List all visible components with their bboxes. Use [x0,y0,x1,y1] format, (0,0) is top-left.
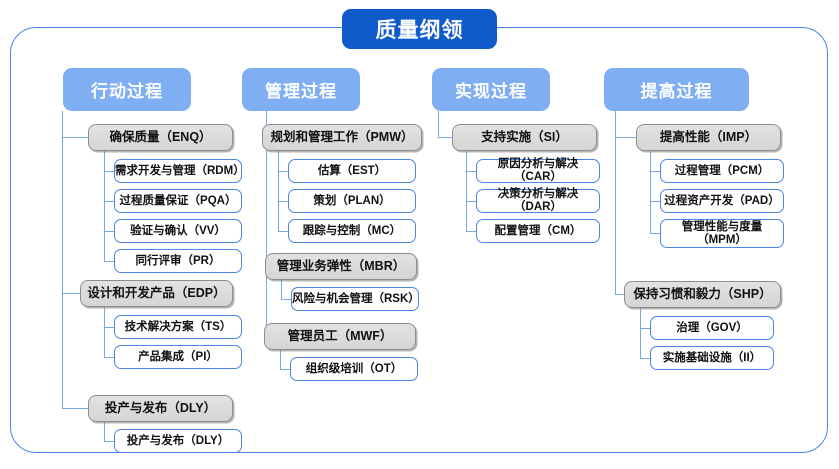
connector-leafstub-c3-g1-0 [640,328,650,330]
connector-trunk-c1 [266,111,268,337]
column-header-1[interactable]: 管理过程 [242,68,360,111]
connector-subtrunk-c0-g0-b [104,251,106,262]
leaf-box-c3-g1-0[interactable]: 治理（GOV） [650,316,774,340]
group-box-c2-g0[interactable]: 支持实施（SI） [452,124,597,151]
connector-stub-c0-g1 [62,293,80,295]
connector-leafstub-c0-g0-2 [104,231,114,233]
connector-leafstub-c0-g2-0 [104,441,114,443]
connector-subtrunk-c2-g0 [466,151,468,231]
leaf-box-c0-g0-1[interactable]: 过程质量保证（PQA） [114,189,242,213]
connector-leafstub-c1-g0-0 [278,171,288,173]
connector-leafstub-c1-g0-2 [278,231,288,233]
connector-trunk-c2 [438,111,440,138]
connector-leafstub-c2-g0-0 [466,171,476,173]
connector-leafstub-c2-g0-1 [466,201,476,203]
connector-subtrunk-c0-g2 [104,422,106,442]
group-box-c0-g0[interactable]: 确保质量（ENQ） [88,124,233,151]
leaf-box-c0-g1-1[interactable]: 产品集成（PI） [114,345,242,369]
leaf-box-c1-g0-2[interactable]: 跟踪与控制（MC） [288,219,416,243]
connector-leafstub-c1-g2-0 [280,369,290,371]
leaf-box-c1-g1-0[interactable]: 风险与机会管理（RSK） [291,287,420,311]
connector-trunk-c0 [62,111,64,409]
group-box-c1-g2[interactable]: 管理员工（MWF） [264,323,416,350]
leaf-box-c2-g0-0[interactable]: 原因分析与解决（CAR） [476,158,600,183]
connector-stub-c0-g2 [62,408,88,410]
connector-leafstub-c0-g0-3 [104,261,114,263]
diagram-root-title: 质量纲领 [342,9,497,49]
column-header-2[interactable]: 实现过程 [432,68,550,111]
group-box-c3-g0[interactable]: 提高性能（IMP） [636,124,781,151]
connector-subtrunk-c3-g0 [650,151,652,234]
leaf-box-c1-g0-1[interactable]: 策划（PLAN） [288,189,416,213]
connector-stub-c3-g1 [615,294,624,296]
connector-stub-c2-g0 [438,137,452,139]
leaf-box-c2-g0-2[interactable]: 配置管理（CM） [476,219,600,243]
group-box-c0-g2[interactable]: 投产与发布（DLY） [88,395,233,422]
connector-leafstub-c0-g0-1 [104,201,114,203]
leaf-box-c0-g2-0[interactable]: 投产与发布（DLY） [114,429,242,453]
leaf-box-c3-g0-0[interactable]: 过程管理（PCM） [660,159,784,183]
leaf-box-c2-g0-1[interactable]: 决策分析与解决（DAR） [476,188,600,213]
connector-subtrunk-c0-g1 [104,307,106,357]
connector-trunk-c3 [615,111,617,295]
connector-leafstub-c0-g1-0 [104,327,114,329]
connector-leafstub-c1-g1-0 [281,299,291,301]
connector-leafstub-c2-g0-2 [466,231,476,233]
group-box-c1-g0[interactable]: 规划和管理工作（PMW） [262,124,422,151]
column-header-3[interactable]: 提高过程 [604,68,749,111]
group-box-c0-g1[interactable]: 设计和开发产品（EDP） [80,280,233,307]
connector-stub-c3-g0 [615,137,636,139]
connector-stub-c0-g0 [62,137,88,139]
connector-leafstub-c3-g1-1 [640,358,650,360]
leaf-box-c0-g0-0[interactable]: 需求开发与管理（RDM） [114,159,245,183]
leaf-box-c0-g0-3[interactable]: 同行评审（PR） [114,249,242,273]
group-box-c3-g1[interactable]: 保持习惯和毅力（SHP） [624,281,781,308]
leaf-box-c3-g0-2[interactable]: 管理性能与度量 （MPM） [660,219,784,248]
connector-leafstub-c3-g0-2 [650,233,660,235]
connector-leafstub-c0-g1-1 [104,357,114,359]
leaf-box-c3-g0-1[interactable]: 过程资产开发（PAD） [660,189,784,213]
leaf-box-c3-g1-1[interactable]: 实施基础设施（II） [650,346,774,370]
leaf-box-c1-g0-0[interactable]: 估算（EST） [288,159,416,183]
connector-leafstub-c3-g0-1 [650,201,660,203]
leaf-box-c0-g0-2[interactable]: 验证与确认（VV） [114,219,242,243]
connector-subtrunk-c1-g0 [278,151,280,231]
connector-subtrunk-c1-g2 [280,350,282,370]
leaf-box-c0-g1-0[interactable]: 技术解决方案（TS） [114,315,242,339]
connector-leafstub-c3-g0-0 [650,171,660,173]
connector-leafstub-c0-g0-0 [104,171,114,173]
group-box-c1-g1[interactable]: 管理业务弹性（MBR） [265,253,417,280]
leaf-box-c1-g2-0[interactable]: 组织级培训（OT） [290,357,418,381]
column-header-0[interactable]: 行动过程 [63,68,191,111]
connector-subtrunk-c1-g1 [281,280,283,300]
connector-leafstub-c1-g0-1 [278,201,288,203]
connector-subtrunk-c3-g1 [640,308,642,358]
